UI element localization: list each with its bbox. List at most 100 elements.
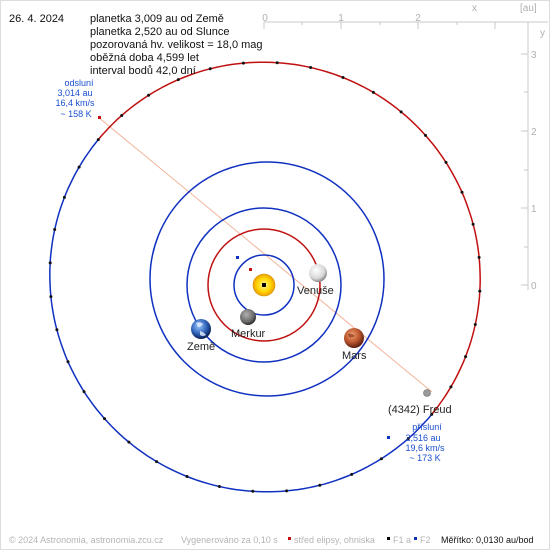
mercury-planet: [240, 309, 256, 325]
legend-center-label: střed elipsy, ohniska: [294, 535, 375, 545]
x-axis-label: x: [472, 3, 477, 14]
footer-generated: Vygenerováno za 0,10 s: [181, 535, 278, 545]
orbit-point-dot: [241, 61, 245, 65]
orbit-point-dot: [449, 385, 453, 389]
orbit-point-dot: [96, 138, 100, 142]
earth-planet: [191, 319, 211, 339]
orbit-point-dot: [82, 390, 86, 394]
x-tick-label-0: 0: [262, 13, 268, 24]
orbit-point-dot: [275, 61, 279, 65]
orbit-point-dot: [49, 295, 53, 299]
perihelion-marker: [387, 436, 390, 439]
orbit-point-dot: [406, 437, 410, 440]
x-ticks: [263, 22, 496, 29]
orbit-point-dot: [251, 489, 255, 493]
info-line-sun-distance: planetka 2,520 au od Slunce: [90, 26, 229, 38]
perihelion-temperature: ~ 173 K: [409, 453, 440, 463]
legend-f1-label: F1: [393, 535, 404, 545]
x-tick-label-1: 1: [338, 13, 344, 24]
aphelion-distance: 3,014 au: [57, 88, 92, 98]
orbit-point-dot: [176, 78, 180, 82]
mercury-orbit: [233, 254, 295, 316]
aphelion-speed: 16,4 km/s: [55, 98, 95, 108]
perihelion-title: přísluní: [412, 422, 442, 432]
axis-unit: [au]: [520, 3, 537, 14]
info-block: planetka 3,009 au od Země planetka 2,520…: [90, 13, 263, 77]
orbit-point-dot: [103, 417, 106, 421]
mercury-label: Merkur: [231, 328, 266, 340]
footer-scale: Měřítko: 0,0130 au/bod: [441, 535, 534, 545]
orbit-point-dot: [477, 255, 481, 259]
orbit-point-dot: [147, 93, 151, 97]
perihelion-info: přísluní 2,516 au 19,6 km/s ~ 173 K: [405, 422, 445, 463]
y-ticks: [521, 53, 528, 286]
footer: © 2024 Astronomia, astronomia.zcu.cz Vyg…: [9, 535, 534, 545]
asteroid-orbit-dots: [48, 61, 482, 493]
legend-f2-label: F2: [420, 535, 431, 545]
orbit-point-dot: [341, 76, 345, 79]
y-tick-label-0: 0: [531, 281, 537, 292]
perihelion-distance: 2,516 au: [405, 433, 440, 443]
orbit-point-dot: [66, 360, 70, 364]
orbit-point-dot: [208, 67, 212, 71]
aphelion-title: odsluní: [64, 78, 94, 88]
date-label: 26. 4. 2024: [9, 13, 64, 25]
orbit-point-dot: [62, 195, 66, 199]
footer-copyright: © 2024 Astronomia, astronomia.zcu.cz: [9, 535, 164, 545]
info-line-period: oběžná doba 4,599 let: [90, 52, 199, 64]
asteroid-orbit-north-half: [97, 61, 481, 415]
orbit-point-dot: [318, 483, 322, 487]
planet-orbits: [149, 161, 385, 397]
orbit-point-dot: [430, 412, 434, 416]
venus-planet: [309, 264, 327, 282]
aphelion-marker: [98, 116, 101, 119]
orbit-point-dot: [478, 289, 482, 293]
y-tick-label-3: 3: [531, 50, 537, 61]
legend-f1-marker: [387, 537, 390, 540]
orbit-point-dot: [471, 222, 475, 226]
orbit-point-dot: [285, 489, 289, 493]
orbit-point-dot: [120, 114, 124, 117]
orbit-point-dot: [185, 475, 189, 478]
sun: [252, 273, 276, 297]
y-axis-label: y: [540, 28, 545, 39]
orbit-point-dot: [127, 440, 131, 444]
aphelion-temperature: ~ 158 K: [60, 109, 91, 119]
legend-center-marker: [288, 537, 291, 540]
y-tick-label-2: 2: [531, 127, 537, 138]
focus-f1-marker: [262, 283, 266, 287]
orbit-point-dot: [460, 190, 464, 194]
orbit-point-dot: [55, 328, 59, 332]
orbit-point-dot: [424, 133, 427, 137]
asteroid-label: (4342) Freud: [388, 404, 452, 416]
x-tick-label-2: 2: [415, 13, 421, 24]
orbit-point-dot: [444, 160, 448, 164]
orbit-point-dot: [371, 90, 375, 94]
legend-f2-marker: [414, 537, 417, 540]
orbit-point-dot: [77, 165, 81, 169]
orbit-point-dot: [350, 472, 354, 476]
mars-label: Mars: [342, 350, 367, 362]
info-line-interval: interval bodů 42,0 dní: [90, 65, 196, 77]
info-line-magnitude: pozorovaná hv. velikost = 18,0 mag: [90, 39, 263, 51]
orbit-point-dot: [309, 66, 313, 69]
ellipse-center-marker: [249, 268, 252, 271]
orbit-point-dot: [48, 261, 52, 265]
earth-orbit: [186, 207, 342, 363]
orbit-point-dot: [155, 460, 159, 464]
mars-planet: [344, 328, 364, 348]
venus-label: Venuše: [297, 285, 334, 297]
orbit-point-dot: [473, 323, 477, 326]
legend-a-label: a: [406, 535, 411, 545]
orbit-point-dot: [217, 485, 221, 488]
asteroid-body: [423, 389, 431, 397]
earth-label: Země: [187, 341, 215, 353]
perihelion-speed: 19,6 km/s: [405, 443, 445, 453]
focus-f2-marker: [236, 256, 239, 259]
orbit-point-dot: [53, 228, 57, 231]
info-line-earth-distance: planetka 3,009 au od Země: [90, 13, 224, 25]
aphelion-info: odsluní 3,014 au 16,4 km/s ~ 158 K: [55, 78, 95, 119]
y-tick-label-1: 1: [531, 204, 537, 215]
